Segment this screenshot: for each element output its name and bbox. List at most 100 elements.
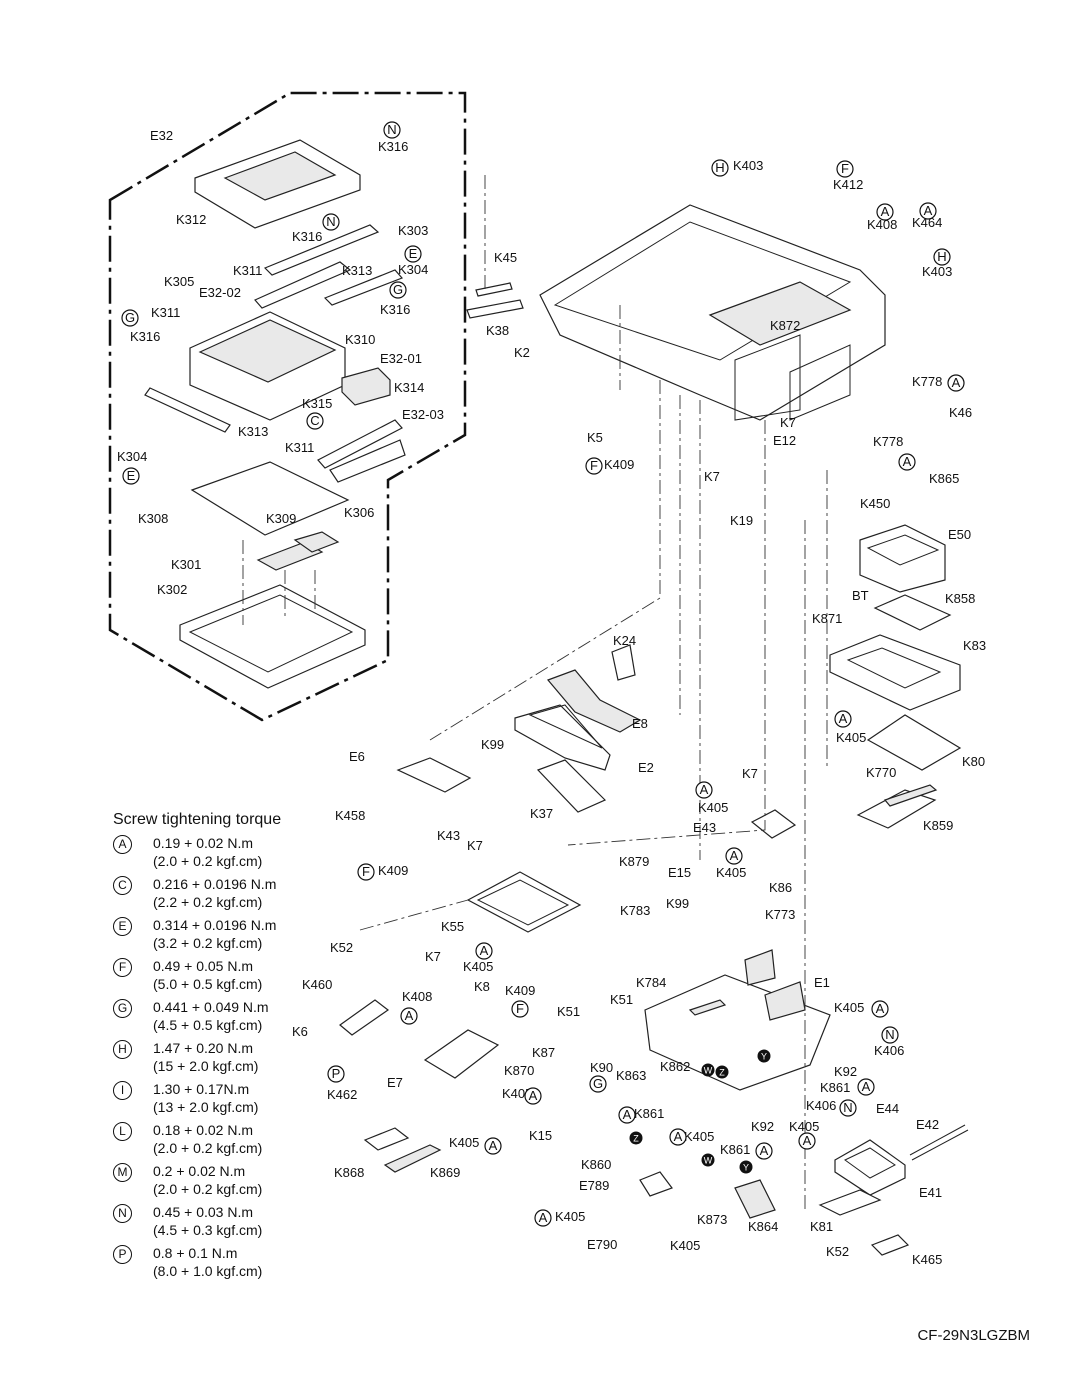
part-label: K860 [581, 1157, 611, 1172]
part-label: K310 [345, 332, 375, 347]
torque-marker: E [122, 467, 140, 485]
torque-marker-letter: G [593, 1076, 603, 1091]
torque-marker-letter: F [362, 864, 370, 879]
legend-letter: M [113, 1163, 132, 1182]
part-label: K316 [378, 139, 408, 154]
sheet-K37 [536, 759, 607, 813]
torque-marker: A [725, 847, 743, 865]
torque-marker-letter: F [590, 458, 598, 473]
drive-sheet-K309 [256, 531, 340, 571]
connection-marker: Y [739, 1160, 753, 1174]
part-label: E8 [632, 716, 648, 731]
torque-marker-letter: A [674, 1129, 683, 1144]
part-label: K409 [505, 983, 535, 998]
part-label: K303 [398, 223, 428, 238]
legend-letter: C [113, 876, 132, 895]
part-label: K309 [266, 511, 296, 526]
legend-letter: H [113, 1040, 132, 1059]
part-label: E50 [948, 527, 971, 542]
torque-marker: H [711, 159, 729, 177]
drive-unit-K311 [189, 311, 346, 421]
flex-K859 [856, 784, 938, 829]
legend-alt: (8.0 + 1.0 kgf.cm) [153, 1263, 263, 1279]
legend-value: 0.441 + 0.049 N.m [153, 999, 269, 1015]
part-label: K858 [945, 591, 975, 606]
legend-value: 0.18 + 0.02 N.m [153, 1122, 254, 1138]
part-label: K450 [860, 496, 890, 511]
part-label: K871 [812, 611, 842, 626]
module-E44 [834, 1139, 906, 1196]
torque-marker: A [876, 203, 894, 221]
part-label: E32-03 [402, 407, 444, 422]
part-label: K861 [820, 1080, 850, 1095]
bracket-K83 [829, 634, 961, 711]
part-label: E41 [919, 1185, 942, 1200]
part-label: K6 [292, 1024, 308, 1039]
legend-value: 0.2 + 0.02 N.m [153, 1163, 246, 1179]
legend-letter: G [113, 999, 132, 1018]
subassembly-boundary [108, 91, 467, 722]
legend-letter: F [113, 958, 132, 977]
connection-marker: W [701, 1153, 715, 1167]
legend-alt: (15 + 2.0 kgf.cm) [153, 1058, 259, 1074]
part-label: K405 [716, 865, 746, 880]
torque-marker: A [834, 710, 852, 728]
part-label: K8 [474, 979, 490, 994]
part-label: K7 [704, 469, 720, 484]
strip-K465 [870, 1234, 910, 1256]
part-label: K405 [836, 730, 866, 745]
part-label: K408 [867, 217, 897, 232]
part-label: K409 [378, 863, 408, 878]
part-label: K2 [514, 345, 530, 360]
connection-marker: W [701, 1063, 715, 1077]
legend-alt: (4.5 + 0.3 kgf.cm) [153, 1222, 263, 1238]
part-label: K405 [684, 1129, 714, 1144]
part-label: K406 [874, 1043, 904, 1058]
part-label: E789 [579, 1178, 609, 1193]
part-label: K316 [292, 229, 322, 244]
part-label: K308 [138, 511, 168, 526]
part-label: E15 [668, 865, 691, 880]
torque-marker: A [857, 1078, 875, 1096]
part-label: K7 [742, 766, 758, 781]
part-label: K7 [780, 415, 796, 430]
part-label: K879 [619, 854, 649, 869]
part-label: K412 [833, 177, 863, 192]
torque-marker: G [389, 281, 407, 299]
part-label: K52 [826, 1244, 849, 1259]
sheet-K80 [866, 714, 962, 771]
torque-marker-letter: A [529, 1088, 538, 1103]
torque-marker-letter: E [127, 468, 136, 483]
torque-marker-letter: P [332, 1066, 341, 1081]
part-label: E6 [349, 749, 365, 764]
part-label: K15 [529, 1128, 552, 1143]
part-label: K863 [616, 1068, 646, 1083]
part-label: K312 [176, 212, 206, 227]
torque-marker-letter: N [843, 1100, 852, 1115]
torque-marker-letter: G [393, 282, 403, 297]
torque-marker: N [322, 213, 340, 231]
part-label: K405 [789, 1119, 819, 1134]
part-label: K86 [769, 880, 792, 895]
torque-marker-letter: A [839, 711, 848, 726]
torque-marker: A [898, 453, 916, 471]
drive-bracket-K306 [317, 419, 406, 483]
torque-marker: A [534, 1209, 552, 1227]
part-label: K92 [834, 1064, 857, 1079]
connection-marker-letter: Z [719, 1068, 725, 1078]
torque-marker-letter: F [516, 1001, 524, 1016]
part-label: K81 [810, 1219, 833, 1234]
torque-marker-letter: H [715, 160, 724, 175]
connection-marker-letter: Y [761, 1052, 767, 1062]
part-label: K870 [504, 1063, 534, 1078]
connection-marker-letter: Y [743, 1163, 749, 1173]
drive-sheet-K308 [190, 461, 350, 536]
torque-marker: A [947, 374, 965, 392]
